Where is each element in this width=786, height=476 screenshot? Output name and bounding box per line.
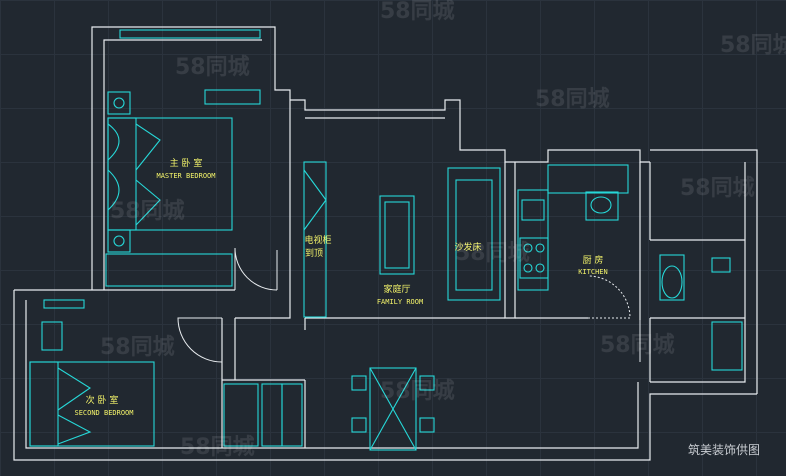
family-room-label: 家庭厅 <box>383 283 410 295</box>
watermark: 58同城 <box>175 54 250 80</box>
watermarks: 58同城 58同城 58同城 58同城 58同城 58同城 58同城 58同城 … <box>100 0 786 460</box>
kitchen-label: 厨 房 <box>583 254 604 266</box>
watermark: 58同城 <box>380 378 455 404</box>
watermark: 58同城 <box>720 32 786 58</box>
image-credit: 筑美装饰供图 <box>688 442 760 457</box>
second-bedroom-label-en: SECOND BEDROOM <box>74 409 133 417</box>
watermark: 58同城 <box>180 434 255 460</box>
kitchen-label-en: KITCHEN <box>578 268 608 276</box>
second-bedroom-label: 次 卧 室 <box>86 394 119 406</box>
tv-cabinet-label: 电视柜 <box>304 234 331 246</box>
master-bedroom-label: 主 卧 室 <box>170 157 203 169</box>
tv-cabinet-label-2: 到顶 <box>305 247 323 259</box>
furniture <box>29 29 743 451</box>
door-swings <box>177 247 641 363</box>
master-bedroom-label-en: MASTER BEDROOM <box>156 172 215 180</box>
watermark: 58同城 <box>680 175 755 201</box>
family-room-label-en: FAMILY ROOM <box>377 298 423 306</box>
walls <box>13 26 758 461</box>
watermark: 58同城 <box>455 240 530 266</box>
watermark: 58同城 <box>535 86 610 112</box>
watermark: 58同城 <box>600 332 675 358</box>
sofa-bed-label: 沙发床 <box>454 241 481 253</box>
watermark: 58同城 <box>110 198 185 224</box>
watermark: 58同城 <box>380 0 455 24</box>
watermark: 58同城 <box>100 334 175 360</box>
